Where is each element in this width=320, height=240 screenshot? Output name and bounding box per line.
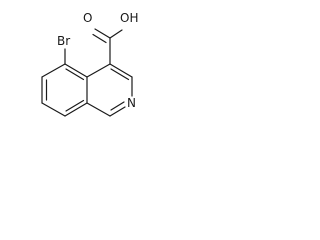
bond (65, 68, 85, 81)
carbonyl-double-bond (92, 33, 107, 44)
chemical-structure: Br O OH N (41, 11, 138, 117)
hydroxyl-bond (109, 29, 123, 39)
carbonyl-double-bond (94, 28, 111, 39)
benzene-ring (41, 63, 88, 117)
bond (41, 102, 66, 117)
carbonyl-oxygen-label: O (83, 11, 92, 25)
bond (41, 63, 66, 78)
bond (86, 102, 111, 117)
bond (65, 99, 85, 112)
bond (109, 63, 133, 78)
bromine-label: Br (57, 34, 70, 48)
bond (86, 63, 111, 78)
pyridine-ring (86, 63, 133, 117)
bond (110, 101, 125, 111)
hydroxyl-label: OH (120, 11, 138, 25)
nitrogen-label: N (127, 96, 136, 110)
bond (110, 68, 130, 81)
bond (64, 102, 88, 117)
bond (64, 63, 88, 78)
bond (109, 106, 126, 117)
